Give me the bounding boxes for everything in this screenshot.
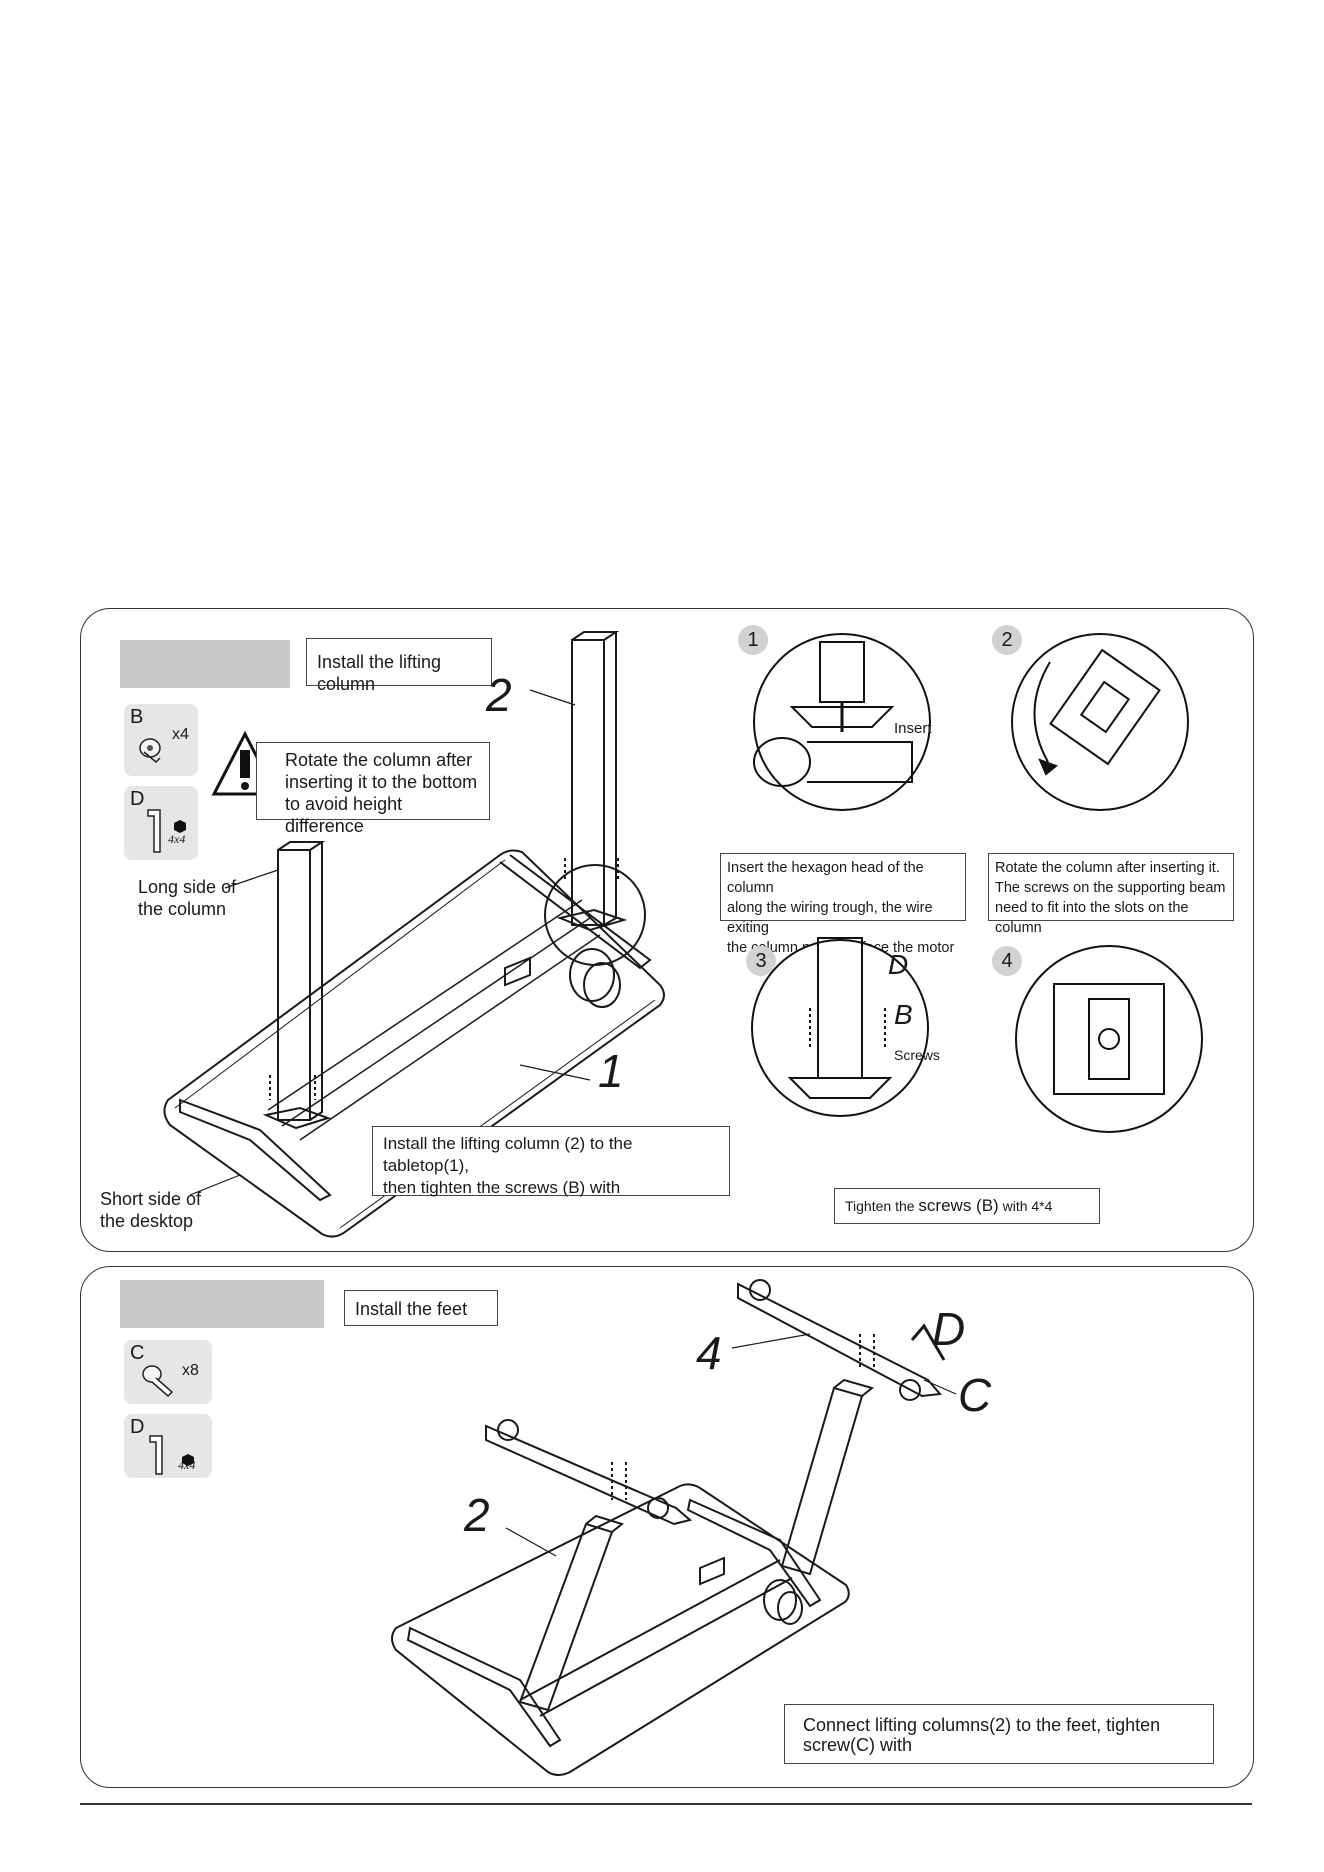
part-qty: x4 bbox=[172, 726, 189, 743]
warning-line: Rotate the column after bbox=[285, 750, 473, 770]
part-d-allen-key: D 4x4 bbox=[124, 1414, 212, 1478]
detail-line: The screws on the supporting beam bbox=[995, 880, 1226, 896]
instruction-line: then tighten the screws (B) with bbox=[383, 1178, 621, 1197]
detail-number: 1 bbox=[738, 625, 768, 655]
callout-number-1: 1 bbox=[598, 1045, 624, 1097]
allen-key-icon bbox=[147, 809, 186, 853]
install-column-instruction: Install the lifting column (2) to the ta… bbox=[372, 1126, 730, 1197]
connect-feet-instruction: Connect lifting columns(2) to the feet, … bbox=[784, 1704, 1214, 1764]
tighten-text-screws: screws (B) bbox=[918, 1196, 999, 1215]
part-letter: D bbox=[130, 788, 145, 810]
long-side-line: the column bbox=[138, 899, 227, 919]
warning-text-box: Rotate the column after inserting it to … bbox=[256, 742, 490, 836]
step-title-lifting-column: Install the lifting column bbox=[306, 638, 492, 694]
detail-number: 3 bbox=[746, 946, 776, 976]
long-side-label: Long side of the column bbox=[138, 876, 236, 920]
tighten-screws-instruction: Tighten the screws (B) with 4*4 bbox=[834, 1188, 1100, 1224]
allen-key-label-d: D bbox=[888, 949, 909, 980]
screw-icon bbox=[139, 738, 161, 764]
detail-line: along the wiring trough, the wire exitin… bbox=[727, 900, 933, 936]
detail-number: 2 bbox=[992, 625, 1022, 655]
detail-3-illustration bbox=[751, 937, 929, 1117]
step-title-feet: Install the feet bbox=[344, 1290, 498, 1326]
detail-1-illustration bbox=[753, 633, 931, 811]
part-letter: B bbox=[130, 706, 144, 728]
part-letter: C bbox=[130, 1342, 145, 1364]
detail-number: 4 bbox=[992, 946, 1022, 976]
warning-line: inserting it to the bottom bbox=[285, 772, 478, 792]
footer-rule bbox=[80, 1803, 1252, 1805]
detail-line: Insert the hexagon head of the column bbox=[727, 860, 924, 896]
part-d-allen-key: D 4x4 bbox=[124, 786, 198, 860]
part-b-screw: B x4 bbox=[124, 704, 198, 776]
allen-key-icon bbox=[149, 1435, 194, 1475]
detail-1-text: Insert the hexagon head of the column al… bbox=[720, 853, 966, 956]
screw-label-b: B bbox=[894, 999, 913, 1030]
detail-4-illustration bbox=[1015, 945, 1203, 1133]
callout-letter-c: C bbox=[958, 1369, 992, 1421]
detail-line: Rotate the column after inserting it. bbox=[995, 860, 1220, 876]
callout-number-2: 2 bbox=[464, 1489, 490, 1541]
part-letter: D bbox=[130, 1416, 145, 1438]
step-header-bar bbox=[120, 1280, 324, 1328]
part-qty: x8 bbox=[182, 1362, 199, 1379]
detail-2-illustration bbox=[1011, 633, 1189, 811]
detail-2-text: Rotate the column after inserting it. Th… bbox=[988, 853, 1234, 936]
part-c-screw: C x8 bbox=[124, 1340, 212, 1404]
callout-letter-d: D bbox=[932, 1303, 966, 1355]
short-side-label: Short side of the desktop bbox=[100, 1188, 201, 1232]
warning-line: to avoid height difference bbox=[285, 794, 403, 836]
short-side-line: Short side of bbox=[100, 1189, 202, 1209]
short-side-line: the desktop bbox=[100, 1211, 194, 1231]
detail-line: need to fit into the slots on the column bbox=[995, 900, 1189, 936]
instruction-line: Connect lifting columns(2) to the feet, … bbox=[803, 1715, 1161, 1735]
callout-number-2: 2 bbox=[486, 669, 512, 721]
tighten-text: with 4*4 bbox=[998, 1198, 1053, 1214]
step-header-bar bbox=[120, 640, 290, 688]
screws-label: Screws bbox=[894, 1047, 940, 1063]
part-size: 4x4 bbox=[168, 832, 186, 846]
instruction-line: screw(C) with bbox=[803, 1735, 913, 1755]
insert-label: Insert bbox=[894, 720, 932, 737]
instruction-line: Install the lifting column (2) to the ta… bbox=[383, 1134, 633, 1175]
tighten-text: Tighten the bbox=[845, 1198, 919, 1214]
screw-icon bbox=[142, 1365, 174, 1398]
long-side-line: Long side of bbox=[138, 877, 237, 897]
callout-number-4: 4 bbox=[696, 1327, 722, 1379]
